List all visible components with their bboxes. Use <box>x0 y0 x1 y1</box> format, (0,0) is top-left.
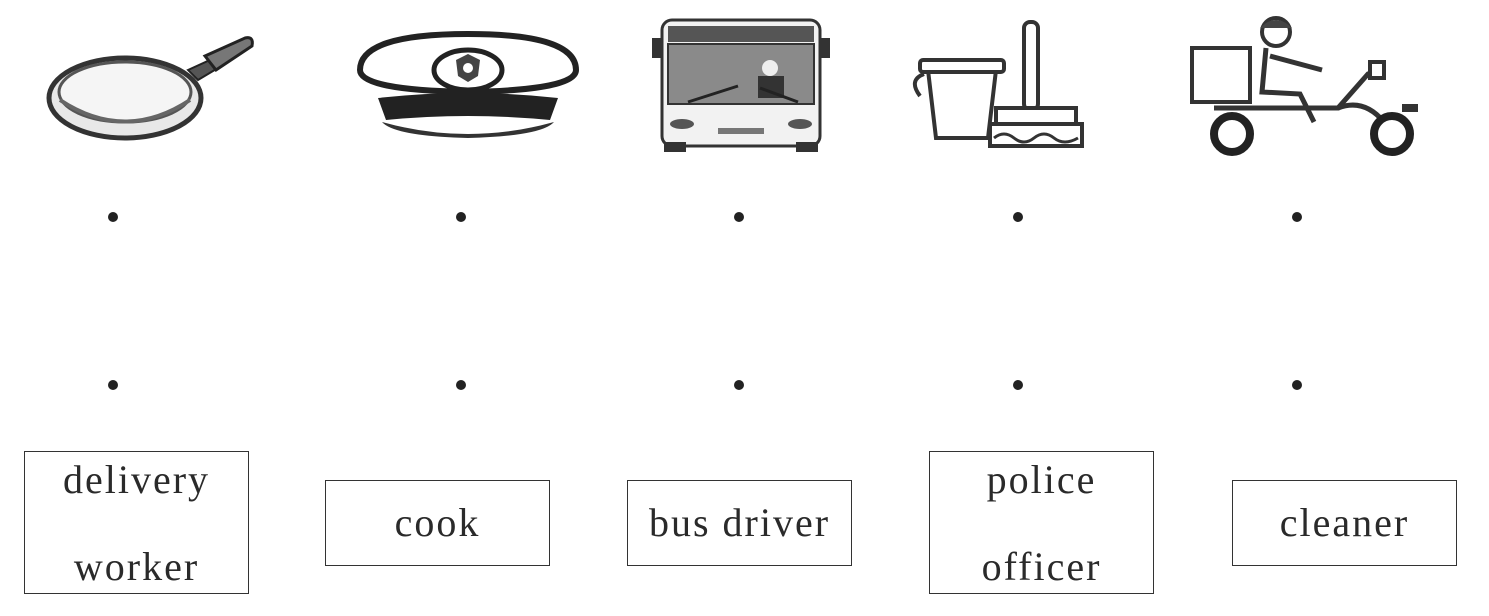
word-box-police-officer: police officer <box>929 451 1154 594</box>
match-dot-top-1[interactable] <box>108 212 118 222</box>
word-box-bus-driver: bus driver <box>627 480 852 566</box>
word-line: worker <box>73 544 200 589</box>
police-cap-icon <box>356 30 580 138</box>
word-box-cook: cook <box>325 480 550 566</box>
match-dot-bottom-4[interactable] <box>1013 380 1023 390</box>
word-line: officer <box>981 544 1102 589</box>
match-dot-bottom-1[interactable] <box>108 380 118 390</box>
match-dot-bottom-3[interactable] <box>734 380 744 390</box>
match-dot-top-4[interactable] <box>1013 212 1023 222</box>
word-line: police <box>986 457 1097 502</box>
match-dot-bottom-5[interactable] <box>1292 380 1302 390</box>
word-line: bus driver <box>648 500 831 545</box>
match-dot-top-5[interactable] <box>1292 212 1302 222</box>
frying-pan-icon <box>46 36 254 141</box>
word-line: cook <box>394 500 481 545</box>
match-dot-top-3[interactable] <box>734 212 744 222</box>
match-dot-top-2[interactable] <box>456 212 466 222</box>
word-line: cleaner <box>1279 500 1410 545</box>
word-line: delivery <box>62 457 211 502</box>
delivery-scooter-icon <box>1190 16 1418 156</box>
word-box-delivery-worker: delivery worker <box>24 451 249 594</box>
bus-icon <box>652 18 830 152</box>
word-box-cleaner: cleaner <box>1232 480 1457 566</box>
match-dot-bottom-2[interactable] <box>456 380 466 390</box>
bucket-and-mop-icon <box>912 20 1084 148</box>
